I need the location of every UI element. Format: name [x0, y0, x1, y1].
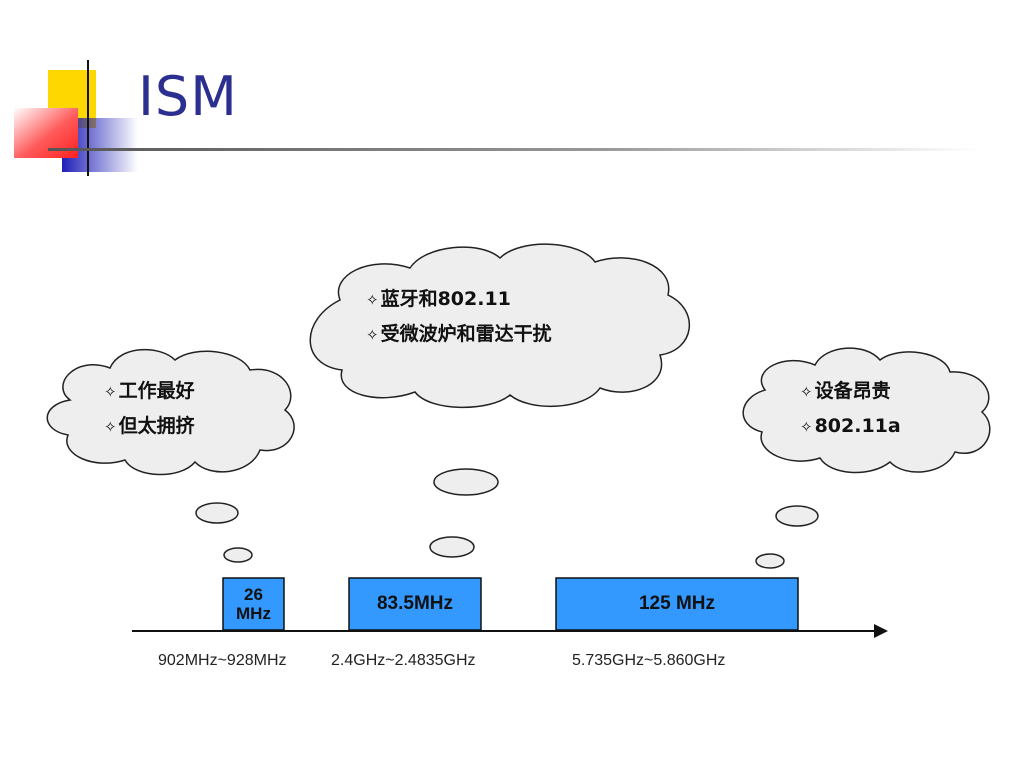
range-label-5-8ghz: 5.735GHz~5.860GHz [572, 652, 726, 669]
bubble-mid-medium [429, 536, 475, 558]
axis-arrow-icon [874, 624, 888, 638]
cloud-left-text: ✧工作最好 ✧但太拥挤 [104, 374, 195, 444]
bubble-mid-large [433, 468, 499, 496]
diamond-bullet-icon: ✧ [104, 383, 117, 401]
band-label-900mhz-line-2: MHz [236, 604, 271, 623]
title-underline [48, 148, 978, 151]
diamond-bullet-icon: ✧ [800, 383, 813, 401]
diamond-bullet-icon: ✧ [366, 326, 379, 344]
cloud-right-line-1: ✧设备昂贵 [800, 380, 891, 402]
band-box-2-4ghz [348, 577, 482, 631]
bubble-right-large [775, 505, 819, 527]
cloud-middle [309, 243, 691, 409]
diamond-bullet-icon: ✧ [800, 418, 813, 436]
range-label-2-4ghz: 2.4GHz~2.4835GHz [331, 652, 476, 669]
bubble-left-large [195, 502, 239, 524]
cloud-right-line-2: ✧802.11a [800, 415, 901, 437]
cloud-middle-line-1: ✧蓝牙和802.11 [366, 288, 511, 310]
bubble-right-small [755, 553, 785, 569]
band-label-2-4ghz: 83.5MHz [376, 593, 454, 614]
cloud-middle-text: ✧蓝牙和802.11 ✧受微波炉和雷达干扰 [366, 282, 552, 352]
bubble-left-small [223, 547, 253, 563]
title-decoration [14, 60, 978, 176]
cloud-left-line-1: ✧工作最好 [104, 380, 195, 402]
cloud-middle-line-2: ✧受微波炉和雷达干扰 [366, 323, 552, 345]
cloud-left-line-2: ✧但太拥挤 [104, 415, 195, 437]
diamond-bullet-icon: ✧ [104, 418, 117, 436]
range-label-900mhz: 902MHz~928MHz [158, 652, 287, 669]
thought-bubbles [195, 468, 819, 608]
cloud-right [742, 347, 991, 474]
slide-title: ISM [138, 65, 238, 128]
diamond-bullet-icon: ✧ [366, 291, 379, 309]
cloud-left [46, 348, 295, 476]
cloud-right-text: ✧设备昂贵 ✧802.11a [800, 374, 901, 444]
band-label-900mhz-line-1: 26 [244, 585, 263, 604]
band-box-5-8ghz [555, 577, 799, 631]
band-label-5-8ghz: 125 MHz [638, 593, 716, 614]
band-label-900mhz: 26 MHz [223, 578, 284, 630]
